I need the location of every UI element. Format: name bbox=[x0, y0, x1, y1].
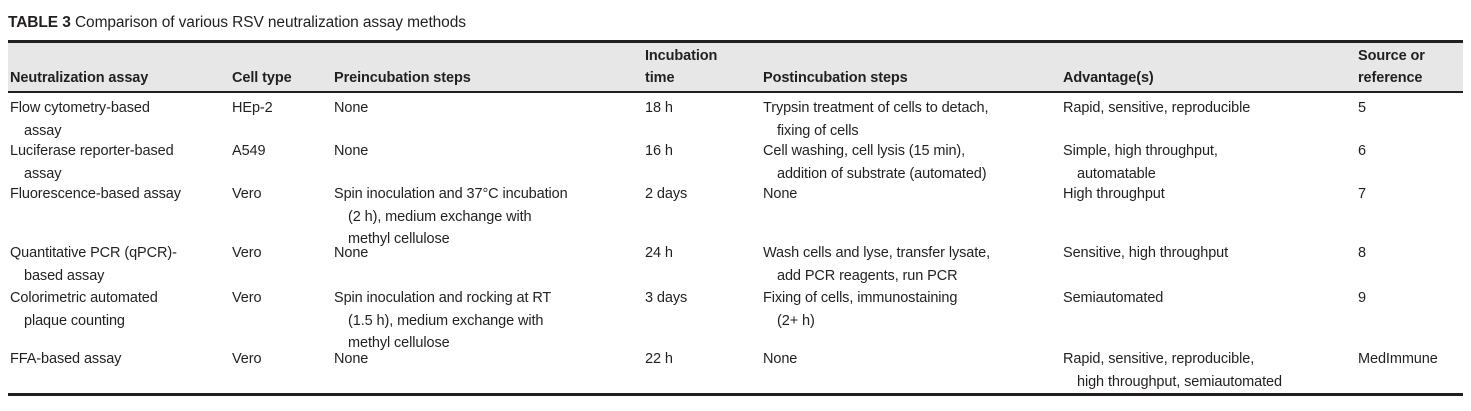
cell-postincubation: Trypsin treatment of cells to detach, fi… bbox=[763, 100, 989, 139]
cell-preincubation: None bbox=[334, 245, 369, 261]
cell-postincubation: Fixing of cells, immunostaining (2+ h) bbox=[763, 290, 958, 329]
cell-incubation-time: 2 days bbox=[645, 186, 688, 202]
cell-source: 7 bbox=[1358, 186, 1366, 202]
cell-cell-type: Vero bbox=[232, 245, 262, 261]
column-header-neutralization-assay: Neutralization assay bbox=[10, 70, 149, 86]
cell-cell-type: Vero bbox=[232, 351, 262, 367]
cell-preincubation: None bbox=[334, 143, 369, 159]
table-caption-text: Comparison of various RSV neutralization… bbox=[70, 14, 466, 31]
cell-incubation-time: 16 h bbox=[645, 143, 673, 159]
cell-source: 6 bbox=[1358, 143, 1366, 159]
cell-assay: Flow cytometry-based assay bbox=[10, 100, 150, 139]
cell-advantage: High throughput bbox=[1063, 186, 1165, 202]
cell-source: MedImmune bbox=[1358, 351, 1438, 367]
column-header-advantages: Advantage(s) bbox=[1063, 70, 1154, 86]
column-header-incubation-time: Incubation time bbox=[645, 48, 718, 86]
table-header-rule bbox=[8, 91, 1463, 93]
cell-advantage: Sensitive, high throughput bbox=[1063, 245, 1229, 261]
cell-source: 9 bbox=[1358, 290, 1366, 306]
table-caption: TABLE 3 Comparison of various RSV neutra… bbox=[8, 13, 466, 33]
cell-source: 8 bbox=[1358, 245, 1366, 261]
cell-incubation-time: 18 h bbox=[645, 100, 673, 116]
cell-assay: FFA-based assay bbox=[10, 351, 122, 367]
column-header-postincubation-steps: Postincubation steps bbox=[763, 70, 908, 86]
cell-cell-type: Vero bbox=[232, 186, 262, 202]
cell-postincubation: None bbox=[763, 186, 798, 202]
cell-advantage: Rapid, sensitive, reproducible bbox=[1063, 100, 1251, 116]
cell-incubation-time: 22 h bbox=[645, 351, 673, 367]
cell-advantage: Semiautomated bbox=[1063, 290, 1164, 306]
cell-source: 5 bbox=[1358, 100, 1366, 116]
cell-preincubation: None bbox=[334, 100, 369, 116]
table-header-band bbox=[8, 43, 1463, 91]
table-caption-label: TABLE 3 bbox=[8, 14, 71, 31]
cell-assay: Fluorescence-based assay bbox=[10, 186, 181, 202]
cell-cell-type: A549 bbox=[232, 143, 266, 159]
cell-postincubation: Wash cells and lyse, transfer lysate, ad… bbox=[763, 245, 991, 284]
table-bottom-rule bbox=[8, 393, 1463, 396]
cell-advantage: Simple, high throughput, automatable bbox=[1063, 143, 1218, 182]
cell-postincubation: Cell washing, cell lysis (15 min), addit… bbox=[763, 143, 987, 182]
table-top-rule bbox=[8, 40, 1463, 43]
cell-cell-type: HEp-2 bbox=[232, 100, 273, 116]
cell-incubation-time: 3 days bbox=[645, 290, 688, 306]
cell-assay: Luciferase reporter-based assay bbox=[10, 143, 174, 182]
cell-advantage: Rapid, sensitive, reproducible, high thr… bbox=[1063, 351, 1282, 390]
cell-assay: Colorimetric automated plaque counting bbox=[10, 290, 158, 329]
cell-assay: Quantitative PCR (qPCR)- based assay bbox=[10, 245, 177, 284]
cell-preincubation: None bbox=[334, 351, 369, 367]
column-header-source-or-reference: Source or reference bbox=[1358, 48, 1425, 86]
column-header-cell-type: Cell type bbox=[232, 70, 292, 86]
cell-postincubation: None bbox=[763, 351, 798, 367]
cell-incubation-time: 24 h bbox=[645, 245, 673, 261]
cell-preincubation: Spin inoculation and 37°C incubation (2 … bbox=[334, 186, 568, 247]
column-header-preincubation-steps: Preincubation steps bbox=[334, 70, 471, 86]
cell-preincubation: Spin inoculation and rocking at RT (1.5 … bbox=[334, 290, 552, 351]
cell-cell-type: Vero bbox=[232, 290, 262, 306]
